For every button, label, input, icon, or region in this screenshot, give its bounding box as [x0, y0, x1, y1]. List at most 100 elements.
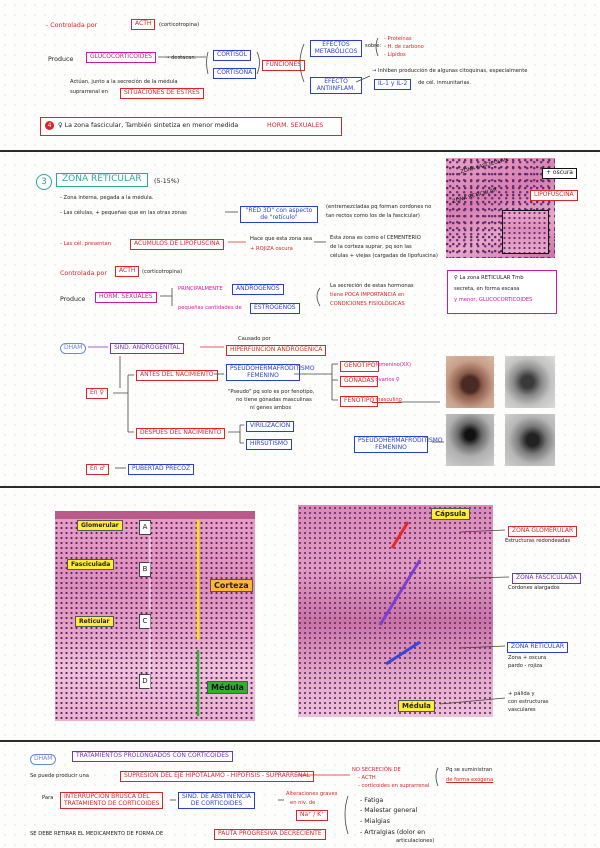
s2-despues-nacimiento: DESPUÉS DEL NACIMIENTO [136, 428, 226, 439]
s3-zona-fasc: ZONA FASCICULADA [512, 573, 581, 584]
s4-pauta: PAUTA PROGRESIVA DECRECIENTE [214, 829, 326, 840]
s2-causado: Causado por [238, 336, 271, 342]
s2-acth: ACTH [115, 266, 140, 277]
s1-acth-note: (corticotropina) [159, 22, 200, 28]
s4-interrupcion-1: INTERRUPCIÓN BRUSCA DEL [64, 793, 150, 800]
s4-brace-pq [435, 767, 439, 787]
s2-red3d: "RED 3D" con aspecto de "retículo" [240, 206, 318, 224]
s2-branch-pseudo [294, 363, 338, 401]
s2-hace-1: Hace que esta zona sea [250, 236, 313, 242]
s1-bullet: - [46, 22, 51, 29]
s2-principalmente: PRINCIPALMENTE [178, 286, 223, 292]
s2-b3: - Las cél. presentan [60, 241, 111, 247]
s2-esta-1: Esta zona es como el CEMENTERIO [330, 235, 421, 241]
s1-note-num: 4 [45, 121, 54, 130]
s2-b2: - Las células, + pequeñas que en las otr… [60, 210, 187, 216]
s4-no-secr-2: - ACTH [358, 775, 376, 781]
s1-hcarbono: - H. de carbono [384, 44, 424, 50]
s1-cortisona: CORTISONA [213, 68, 257, 79]
s2-pseudo-note-1: "Pseudo" pq solo es por fenotipo, [228, 389, 315, 395]
genital-photo-3 [446, 414, 494, 466]
s2-secr-1: La secreción de estas hormonas [330, 283, 414, 289]
s2-branch-horm [160, 288, 173, 306]
s3-ret-double-arrow [385, 640, 421, 666]
s4-se-debe: SE DEBE RETIRAR EL MEDICAMENTO DE FORMA … [30, 831, 164, 837]
label-medula: Médula [207, 681, 248, 694]
s2-pequenas: pequeñas cantidades de [178, 305, 242, 311]
s2-hirsutismo: HIRSUTISMO [246, 439, 292, 450]
s1-por: por [86, 22, 98, 29]
s4-para: Para [42, 795, 54, 801]
s2-hiperfuncion: HIPERFUNCIÓN ANDROGÉNICA [226, 345, 327, 356]
s2-horm-sex: HORM. SEXUALES [95, 292, 157, 303]
genital-photo-2 [505, 356, 555, 408]
zone-letter-d: D [139, 674, 151, 689]
s3-med-note-2: con estructuras [508, 699, 549, 705]
s4-supresion: SUPRESIÓN DEL EJE HIPOTÁLAMO - HIPOFISIS… [120, 771, 314, 782]
s3-zona-ret: ZONA RETICULAR [507, 642, 569, 653]
s1-brace-funciones [256, 51, 260, 75]
s4-trat: TRATAMIENTOS PROLONGADOS CON CORTICOIDES [72, 751, 233, 762]
s4-sind-abst: SÍND. DE ABSTINENCIA DE CORTICOIDES [178, 792, 256, 810]
s1-controlada: Controlada [50, 22, 85, 29]
label-corteza: Corteza [210, 579, 253, 592]
s1-lipidos: - Lípidos [384, 52, 406, 58]
reticular-histology-photo: ZONA FASCICULAR ZONA RETICULAR [446, 158, 555, 258]
s4-interrupcion-2: TRATAMIENTO DE CORTICOIDES [64, 799, 160, 807]
s3-fasc-double-arrow [378, 559, 422, 626]
s1-glucocorticoides: GLUCOCORTICOIDES [86, 52, 156, 63]
s2-genotipo-v: : femenino(XX) [372, 362, 412, 368]
s4-se-puede: Se puede producir una [30, 773, 89, 779]
s2-en-hombre: En ♂ [86, 464, 109, 475]
s2-gonadas-v: : ovarios ♀ [372, 377, 400, 383]
s2-en-mujer: En ♀ [86, 388, 108, 399]
s1-note-text: ♀ La zona fascicular, También sintetiza … [58, 122, 239, 129]
s2-pseudo-note-2: no tiene gónadas masculinas [236, 397, 312, 403]
s2-antes-nacimiento: ANTES DEL NACIMIENTO [136, 370, 218, 381]
s4-sind-abst-1: SÍND. DE ABSTINENCIA [182, 793, 252, 800]
s4-fatiga: - Fatiga [360, 797, 384, 804]
s1-arrow-inhiben [355, 75, 371, 83]
label-glomerular: Glomerular [77, 520, 123, 531]
s4-artralgias-1: - Artralgias (dolor en [360, 829, 426, 836]
label-capsula: Cápsula [431, 508, 471, 520]
s2-note-1: ♀ La zona RETICULAR Tmb [454, 275, 524, 281]
s2-lipo: ACUMULOS DE LIPOFUSCINA [130, 239, 224, 250]
s4-sind-abst-2: DE CORTICOIDES [190, 799, 243, 807]
s4-brace-symptoms [344, 795, 349, 835]
s2-brace-secrecion [316, 287, 321, 307]
s1-sobre: sobre: [365, 43, 382, 49]
s2-note-2: secreta, en forma escasa [454, 286, 520, 292]
s1-destacan: → destacan: [165, 55, 197, 61]
s2-title: ZONA RETICULAR [56, 173, 148, 187]
genital-photo-4 [505, 414, 555, 466]
s1-actuan-1: Actúan, junto a la secreción de la médul… [70, 79, 178, 85]
s2-pct: (5-15%) [154, 178, 180, 185]
s2-por: por [96, 270, 107, 277]
photo-tag-oscura: + oscura [542, 168, 577, 179]
s2-estrogenos: ESTRÓGENOS [250, 303, 300, 314]
s2-pseudoherma-2: PSEUDOHERMAFRODITISMO FEMENINO [354, 436, 443, 454]
s1-actuan-2: suprarrenal en [70, 89, 108, 95]
label-fasciculada: Fasciculada [67, 559, 115, 570]
s1-efecto-antiinflam: EFECTO ANTIINFLAM. [310, 77, 362, 95]
s2-note-3: y menor, GLUCOCORTICOIDES [454, 297, 533, 303]
s3-zona-glom: ZONA GLOMERULAR [508, 526, 578, 537]
s2-acth-note: (corticotropina) [142, 269, 183, 275]
photo-zoom-inset [502, 210, 549, 254]
genital-photo-1 [446, 356, 494, 408]
separator-2 [0, 486, 600, 488]
s2-red3d-note-1: (entremezcladas pq forman cordones no [326, 204, 432, 210]
s1-il-rest: de cél. inmunitarias. [418, 80, 472, 86]
s2-note-box: ♀ La zona RETICULAR Tmb secreta, en form… [447, 270, 557, 314]
s2-branch-despues [228, 424, 244, 444]
s2-b1: - Zona interna, pegada a la médula. [60, 195, 154, 201]
s2-genotipo: GENOTIPO [340, 361, 380, 372]
s3-zona-glom-note: Estructuras redondeadas [505, 538, 571, 544]
s4-malestar: - Malestar general [360, 807, 418, 814]
s2-number: 3 [36, 174, 52, 190]
zone-letter-a: A [139, 520, 151, 535]
label-medula-2: Médula [398, 700, 435, 712]
s2-secr-3: CONDICIONES FISIOLÓGICAS [330, 301, 405, 307]
